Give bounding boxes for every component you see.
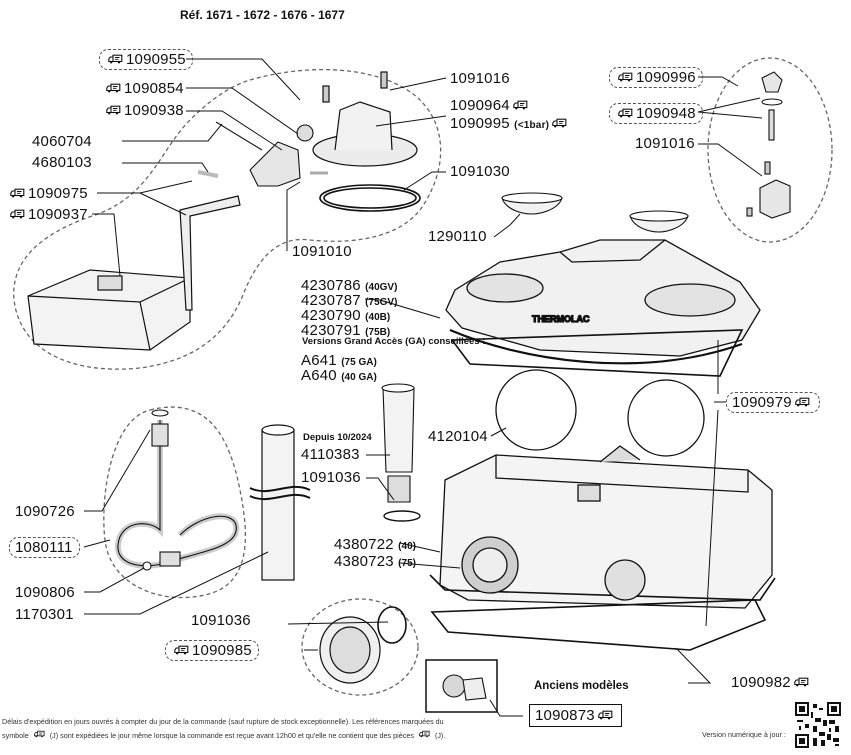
part-label-A640: A640 (40 GA) [301,367,377,384]
shipping-truck-icon [618,72,633,82]
shipping-truck-icon [795,397,810,407]
group-outline-hose [103,406,247,599]
grand-acces-note: Versions Grand Accès (GA) conseillées : [302,336,486,347]
storage-box-part [27,269,191,351]
part-label-1091016-top: 1091016 [450,70,510,87]
shipping-truck-icon [34,730,45,738]
pipe-part [249,424,311,581]
footer-line-1: Délais d'expédition en jours ouvrés à co… [2,717,444,726]
part-label-1090806: 1090806 [15,584,75,601]
part-label-1091036-filter: 1091036 [301,469,361,486]
old-valve-part [425,659,498,713]
digital-version-note: Version numérique à jour : [702,730,786,739]
part-label-1090979: 1090979 [726,392,820,413]
footer-line-2: symbole (J) sont expédiées le jour même … [2,730,446,740]
group-outline-pump-cap [301,598,419,696]
part-label-1090985: 1090985 [165,640,259,661]
filter-cup-parts [501,192,689,233]
bracket-part [179,195,241,311]
shipping-truck-icon [552,118,567,128]
part-label-4380722: 4380722 (40) [334,536,416,553]
shipping-truck-icon [513,100,528,110]
shipping-truck-icon [10,209,25,219]
part-label-1090996: 1090996 [609,67,703,88]
part-label-1090873: 1090873 [529,704,622,727]
part-label-A641: A641 (75 GA) [301,352,377,369]
part-label-1080111: 1080111 [9,537,80,558]
shipping-truck-icon [618,108,633,118]
part-label-4110383: 4110383 [301,446,360,463]
base-gasket-part [430,599,767,651]
shipping-truck-icon [419,730,430,738]
part-label-1090995: 1090995 (<1bar) [450,115,570,134]
part-label-1290110: 1290110 [428,228,487,245]
part-label-1090854: 1090854 [103,80,184,97]
part-label-4060704: 4060704 [32,133,92,150]
part-label-1091010: 1091010 [292,243,352,260]
anciens-modeles-heading: Anciens modèles [534,680,629,692]
part-label-1090982: 1090982 [731,674,812,691]
shipping-truck-icon [108,54,123,64]
leader-lines [83,58,763,717]
qr-code-icon[interactable] [795,702,841,748]
shipping-truck-icon [794,677,809,687]
valve-knob-part [746,71,791,219]
part-label-4230790: 4230790 (40B) [301,307,391,324]
part-label-4230787: 4230787 (75GV) [301,292,398,309]
part-label-1091036-cap: 1091036 [191,612,251,629]
group-outline-top-left [13,68,442,370]
part-label-1090955: 1090955 [99,49,193,70]
shipping-truck-icon [106,105,121,115]
part-label-1090964: 1090964 [450,97,531,114]
tank-body-part [429,445,776,609]
svg-text:THERMOLAC: THERMOLAC [532,314,590,324]
part-label-1090948: 1090948 [609,103,703,124]
depuis-note: Depuis 10/2024 [303,432,372,443]
part-label-4230791: 4230791 (75B) [301,322,391,339]
shipping-truck-icon [10,188,25,198]
reference-title: Réf. 1671 - 1672 - 1676 - 1677 [180,8,345,22]
valve-base-part [310,71,418,175]
part-label-1091016-right: 1091016 [635,135,695,152]
part-label-1090938: 1090938 [103,102,184,119]
shipping-truck-icon [106,83,121,93]
part-label-1090975: 1090975 [7,185,88,202]
part-label-1170301: 1170301 [15,606,74,623]
lid-gasket-part [450,329,744,377]
filter-column-part [381,383,421,522]
part-label-4120104: 4120104 [428,428,488,445]
part-label-4680103: 4680103 [32,154,92,171]
part-label-4230786: 4230786 (40GV) [301,277,398,294]
shipping-truck-icon [174,645,189,655]
tank-lid-part: THERMOLAC [445,239,761,365]
part-label-1090726: 1090726 [15,503,75,520]
hinge-part [197,121,314,187]
hose-part [115,409,240,571]
shipping-truck-icon [598,710,613,720]
part-label-4380723: 4380723 (75) [334,553,416,570]
group-outline-top-right [707,57,833,243]
pump-cap-part [319,606,407,684]
float-ball-parts [495,369,705,457]
part-label-1091030: 1091030 [450,163,510,180]
part-label-1090937: 1090937 [7,206,88,223]
gasket-ring-part [319,184,421,212]
